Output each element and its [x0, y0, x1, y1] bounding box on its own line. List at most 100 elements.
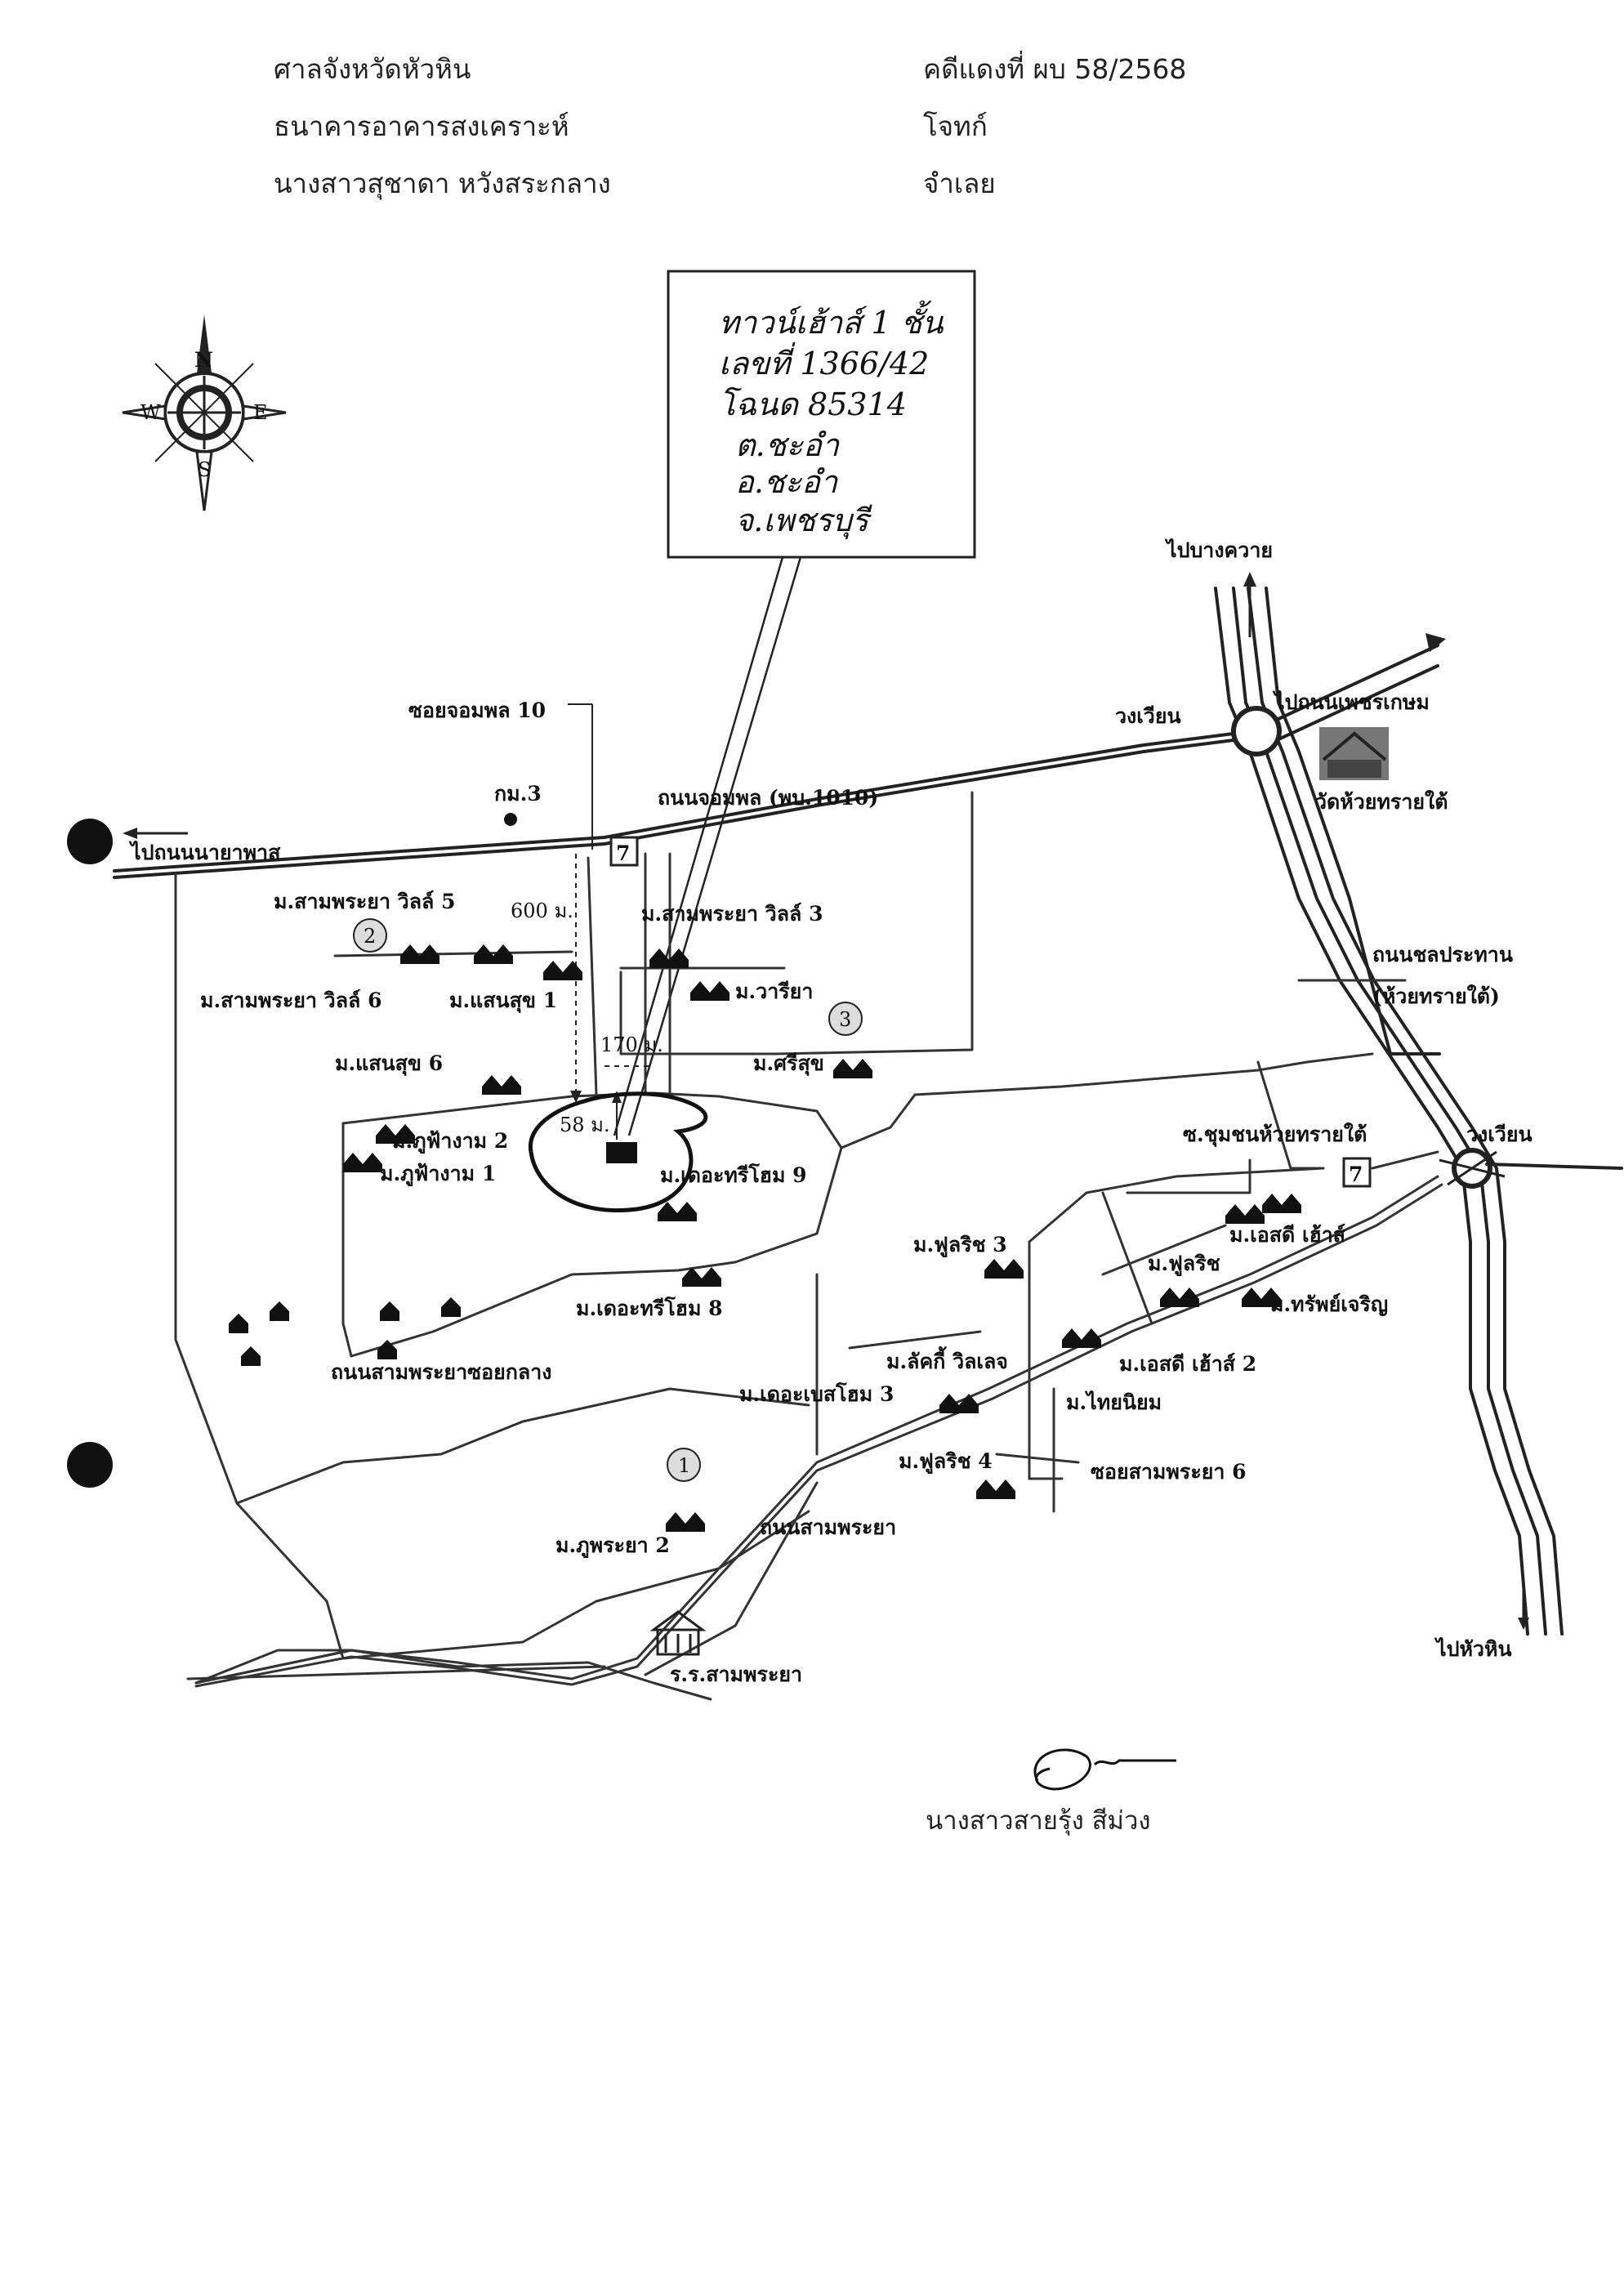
temple-icon: [1319, 727, 1389, 780]
property-note-box: [667, 270, 976, 559]
label-asd-house: ม.เอสดี เฮ้าส์: [1229, 1223, 1346, 1247]
circle-number-2: 2: [353, 918, 387, 953]
circle-number-1: 1: [667, 1448, 701, 1482]
note-line-5: อ.ชะอำ: [735, 464, 839, 500]
compass-w: W: [141, 401, 161, 424]
village-house-icon: [939, 1394, 979, 1413]
label-sap-charoen: ม.ทรัพย์เจริญ: [1270, 1292, 1388, 1316]
label-chonprathan-road: ถนนชลประทาน: [1372, 943, 1513, 966]
village-house-icon: [482, 1075, 521, 1095]
defendant-role: จำเลย: [923, 167, 996, 199]
village-house-icon: [666, 1512, 705, 1532]
note-line-1: ทาวน์เฮ้าส์ 1 ชั้น: [719, 300, 944, 341]
label-to-bang-khwai: ไปบางควาย: [1164, 538, 1273, 562]
signature-mark: [1033, 1748, 1176, 1791]
label-full-rich: ม.ฟูลริช: [1148, 1252, 1220, 1277]
svg-text:7: 7: [616, 841, 630, 865]
plaintiff-name: ธนาคารอาคารสงเคราะห์: [274, 110, 569, 142]
punch-hole: [67, 819, 113, 864]
plaintiff-role: โจทก์: [923, 110, 988, 142]
small-house-icon: [377, 1340, 397, 1359]
svg-text:7: 7: [1349, 1163, 1363, 1186]
label-sam-phraya-6: ม.สามพระยา วิลล์ 6: [200, 989, 381, 1012]
roundabout-right: [1439, 1148, 1506, 1189]
village-house-icon: [984, 1259, 1024, 1279]
village-house-icon: [690, 981, 729, 1001]
village-house-icon: [543, 961, 582, 980]
label-community: ซ.ชุมชนห้วยทรายใต้: [1183, 1122, 1367, 1148]
label-soi-jomphon-10: ซอยจอมพล 10: [408, 698, 546, 722]
label-dist-170: 170 ม.: [600, 1033, 663, 1056]
village-house-icon: [400, 944, 439, 964]
seven-eleven-icon: 7: [1342, 1157, 1372, 1188]
label-wariya: ม.วารียา: [735, 980, 813, 1003]
village-house-icon: [1160, 1288, 1199, 1307]
property-marker: [606, 1142, 637, 1163]
punch-hole: [67, 1442, 113, 1488]
small-house-icon: [270, 1301, 289, 1321]
label-roundabout-right: วงเวียน: [1466, 1122, 1533, 1146]
village-house-icon: [1062, 1328, 1101, 1348]
label-full-rich-3: ม.ฟูลริช 3: [913, 1233, 1007, 1258]
note-line-4: ต.ชะอำ: [735, 427, 841, 463]
label-sam-phraya-3: ม.สามพระยา วิลล์ 3: [641, 902, 823, 926]
label-school: ร.ร.สามพระยา: [670, 1662, 802, 1686]
compass-icon: N S W E: [122, 315, 287, 511]
label-saensuk-1: ม.แสนสุข 1: [449, 989, 557, 1014]
signer-name: นางสาวสายรุ้ง สีม่วง: [926, 1806, 1151, 1836]
village-house-icon: [658, 1202, 697, 1221]
village-house-icon: [1262, 1194, 1301, 1213]
court-name: ศาลจังหวัดหัวหิน: [274, 53, 471, 85]
roundabout-top: [1231, 706, 1282, 756]
jomphon-road: [113, 732, 1235, 873]
label-to-phetkasem: ไปถนนเพชรเกษม: [1272, 690, 1430, 714]
compass-e: E: [253, 401, 268, 424]
label-phufangam-1: ม.ภูฟ้างาม 1: [380, 1162, 496, 1187]
label-full-rich-4: ม.ฟูลริช 4: [899, 1449, 993, 1475]
village-house-icon: [1225, 1204, 1265, 1224]
village-house-icon: [376, 1124, 415, 1144]
label-asd-house-2: ม.เอสดี เฮ้าส์ 2: [1119, 1352, 1256, 1376]
small-house-icon: [229, 1314, 248, 1333]
label-dist-58: 58 ม.: [560, 1114, 610, 1136]
note-line-3: โฉนด 85314: [719, 386, 907, 422]
label-sam-phraya-road: ถนนสามพระยา: [760, 1515, 896, 1539]
label-the-tree-home-8: ม.เดอะทรีโฮม 8: [576, 1296, 723, 1320]
label-thai-niyom: ม.ไทยนิยม: [1066, 1390, 1162, 1414]
label-jomphon-road: ถนนจอมพล (พบ.1010): [658, 786, 878, 810]
small-house-icon: [441, 1297, 461, 1317]
note-line-2: เลขที่ 1366/42: [719, 341, 929, 382]
svg-text:1: 1: [678, 1454, 690, 1477]
seven-eleven-icon: 7: [609, 836, 639, 867]
label-to-hua-hin: ไปหัวหิน: [1434, 1636, 1512, 1661]
svg-text:3: 3: [839, 1008, 851, 1031]
label-phufangam-2: ม.ภูฟ้างาม 2: [392, 1129, 508, 1154]
label-sam-phraya-middle: ถนนสามพระยาซอยกลาง: [331, 1360, 551, 1384]
label-srisuk: ม.ศรีสุข: [753, 1051, 824, 1077]
village-house-icon: [1242, 1288, 1281, 1307]
km-marker: [504, 813, 517, 826]
circle-number-3: 3: [828, 1002, 863, 1036]
note-line-6: จ.เพชรบุรี: [735, 502, 872, 539]
label-dist-600: 600 ม.: [511, 899, 573, 922]
small-house-icon: [380, 1301, 399, 1321]
village-house-icon: [474, 944, 513, 964]
label-sam-phraya-5: ม.สามพระยา วิลล์ 5: [274, 890, 455, 913]
label-huai-sai-tai: (ห้วยทรายใต้): [1372, 984, 1500, 1008]
bottom-road: [194, 1175, 1439, 1685]
village-house-icon: [649, 948, 689, 968]
label-to-nong-phai: ไปถนนนายาพาส: [128, 840, 281, 864]
label-roundabout-top: วงเวียน: [1115, 704, 1181, 728]
village-house-icon: [343, 1153, 382, 1172]
village-house-icon: [976, 1479, 1015, 1499]
label-km3: กม.3: [494, 782, 542, 806]
defendant-name: นางสาวสุชาดา หวังสระกลาง: [274, 167, 611, 199]
label-phuphraya-2: ม.ภูพระยา 2: [555, 1533, 670, 1559]
label-the-tree-home-9: ม.เดอะทรีโฮม 9: [660, 1163, 807, 1187]
compass-s: S: [198, 458, 211, 481]
label-saensuk-6: ม.แสนสุข 6: [335, 1051, 443, 1077]
svg-text:2: 2: [364, 925, 376, 948]
label-soi-sam-phraya-6: ซอยสามพระยา 6: [1091, 1460, 1247, 1484]
village-house-icon: [682, 1267, 721, 1287]
